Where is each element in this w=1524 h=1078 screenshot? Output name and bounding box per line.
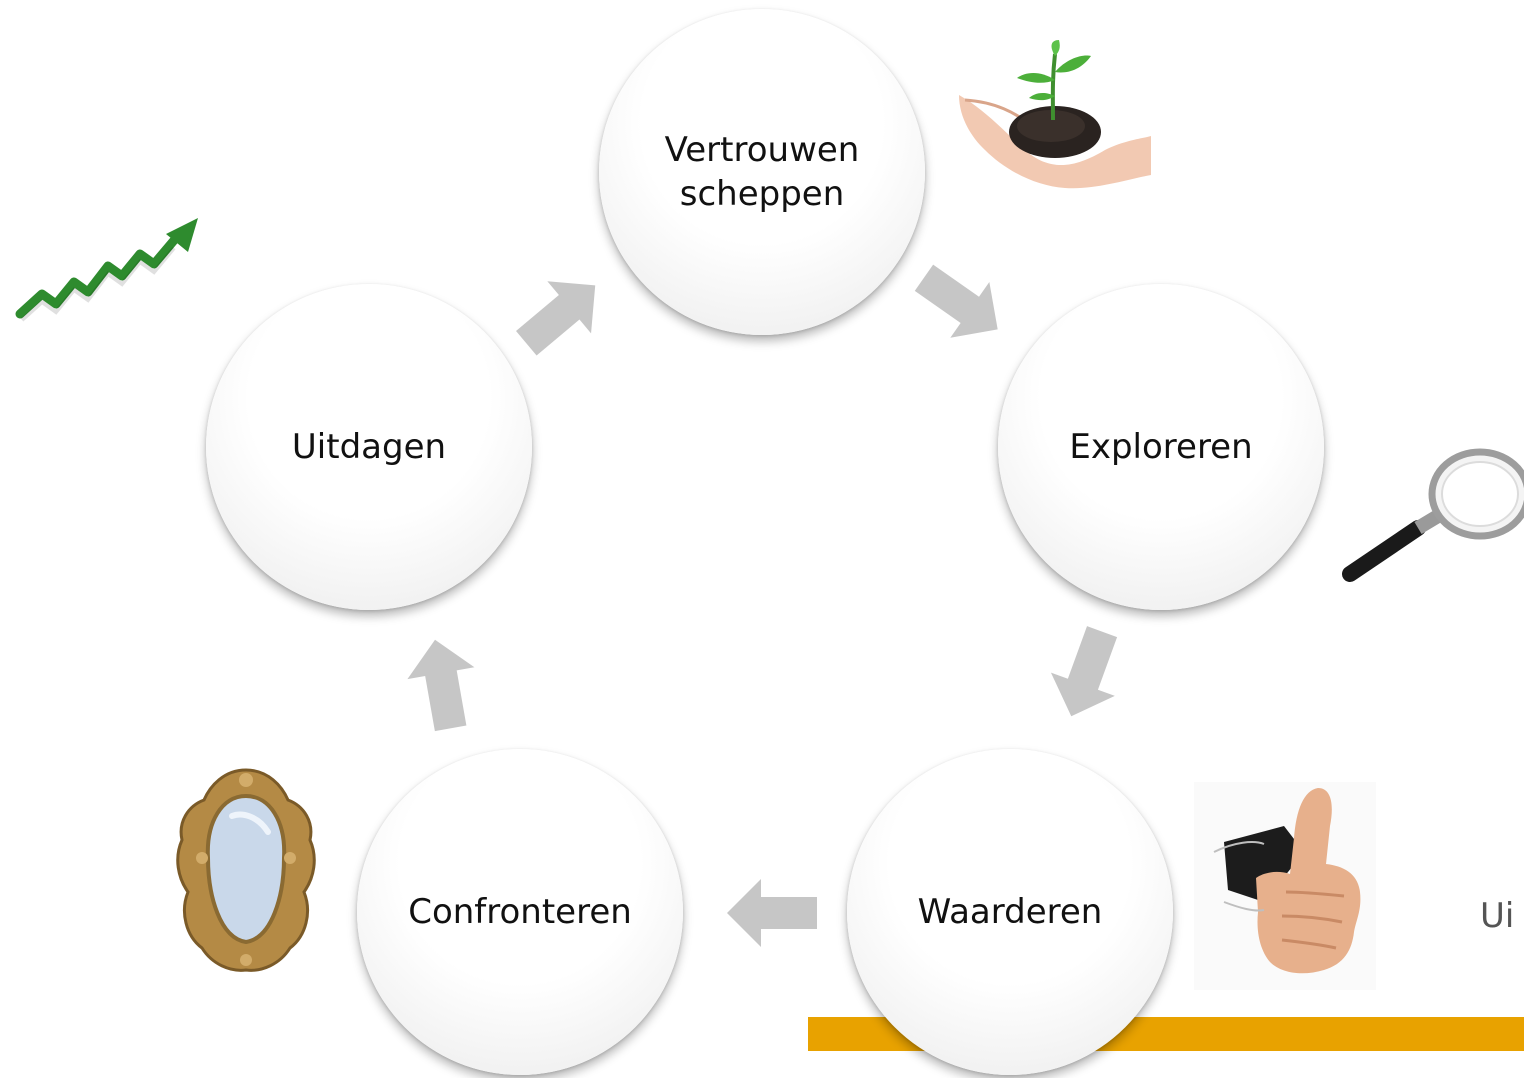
- cycle-node-confronteren: Confronteren: [357, 749, 683, 1075]
- cycle-node-waarderen: Waarderen: [847, 749, 1173, 1075]
- node-label: Waarderen: [917, 892, 1103, 932]
- growth-chart-arrow-icon: [12, 210, 207, 330]
- thumbs-up-icon: [1194, 782, 1376, 990]
- node-label: Exploreren: [1069, 427, 1253, 467]
- cycle-node-uitdagen: Uitdagen: [206, 284, 532, 610]
- footer-partial-text: Ui: [1480, 896, 1515, 936]
- cycle-arrow-1: [905, 258, 1015, 348]
- node-label: Vertrouwen scheppen: [664, 130, 860, 214]
- cycle-node-exploreren: Exploreren: [998, 284, 1324, 610]
- ornate-mirror-icon: [172, 766, 320, 974]
- node-label: Uitdagen: [291, 427, 447, 467]
- cycle-arrow-4: [388, 639, 498, 732]
- cycle-arrow-2: [1032, 626, 1142, 718]
- cycle-arrow-5: [505, 270, 615, 360]
- hand-holding-plant-icon: [955, 40, 1153, 190]
- node-label: Confronteren: [408, 892, 632, 932]
- cycle-arrow-3: [718, 868, 828, 958]
- cycle-node-vertrouwen-scheppen: Vertrouwen scheppen: [599, 9, 925, 335]
- magnifying-glass-icon: [1340, 448, 1524, 586]
